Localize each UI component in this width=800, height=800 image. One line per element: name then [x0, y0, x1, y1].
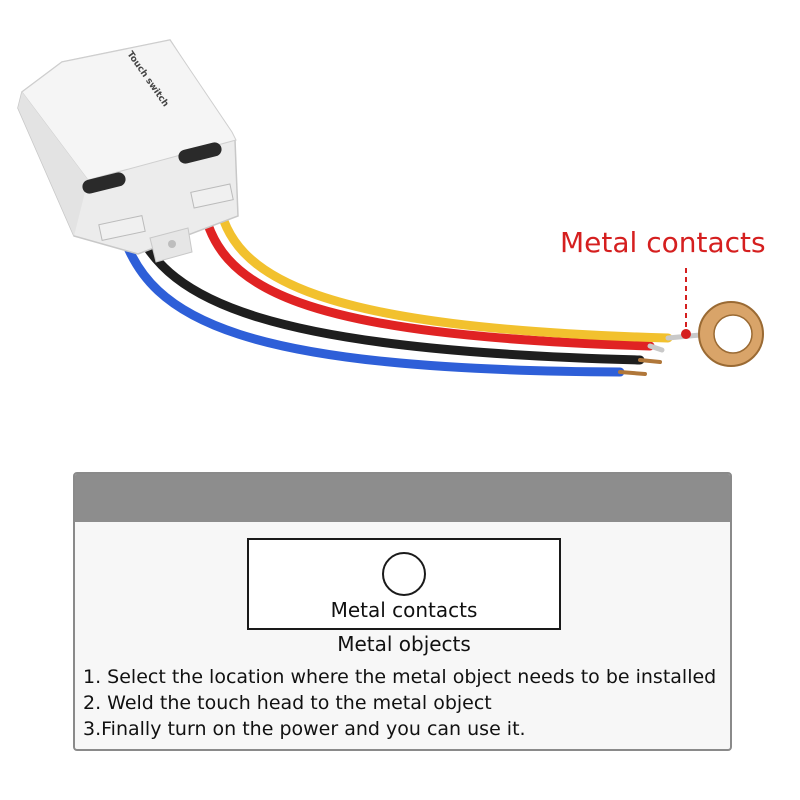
touch-switch-device: Touch switch: [17, 39, 239, 263]
metal-objects-label: Metal objects: [337, 632, 471, 656]
step-1: 1. Select the location where the metal o…: [83, 666, 717, 688]
instructions-panel: Metal contacts Metal objects 1. Select t…: [73, 472, 732, 751]
black-wire: [131, 223, 645, 365]
yellow-wire: [213, 193, 673, 343]
contact-circle-icon: [382, 552, 426, 596]
metal-contact-ring: [698, 301, 764, 367]
blue-wire: [117, 227, 625, 377]
step-2: 2. Weld the touch head to the metal obje…: [83, 692, 492, 714]
metal-contacts-diagram: Metal contacts: [247, 538, 561, 630]
wire-bundle: [117, 193, 703, 377]
red-wire: [197, 195, 655, 351]
metal-contacts-callout: Metal contacts: [560, 226, 766, 259]
step-3: 3.Finally turn on the power and you can …: [83, 718, 526, 740]
instruction-steps: 1. Select the location where the metal o…: [83, 664, 716, 742]
callout-pointer: [681, 268, 691, 339]
diagram-label: Metal contacts: [330, 598, 478, 622]
touch-switch-photo: Touch switch: [17, 39, 764, 377]
panel-header: [75, 474, 730, 522]
